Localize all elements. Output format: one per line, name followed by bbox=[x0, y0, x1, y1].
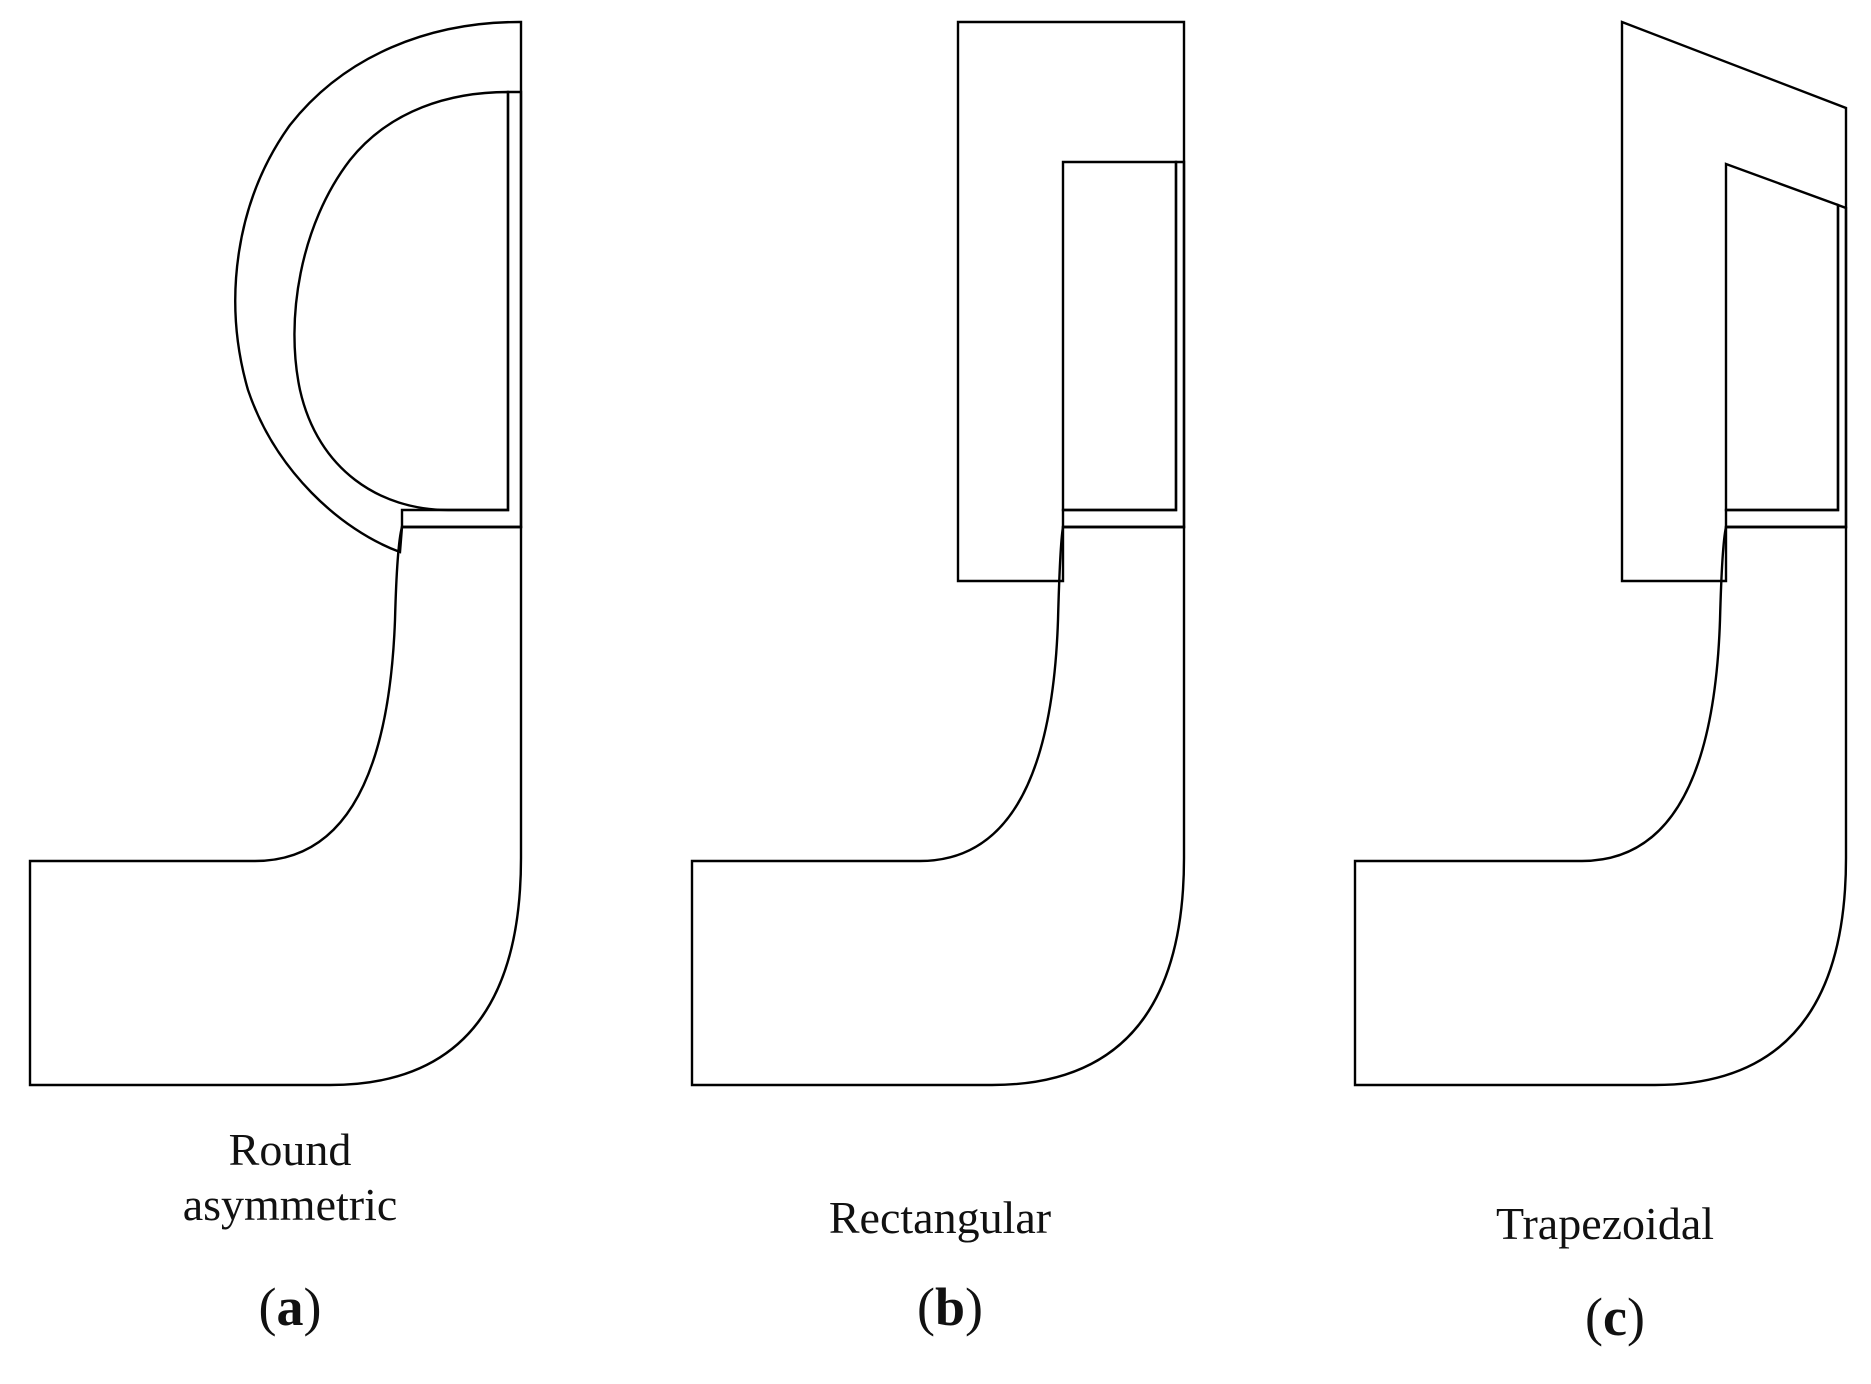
panel-c-inner-core bbox=[1724, 162, 1840, 512]
panel-c-label-line1: Trapezoidal bbox=[1495, 1198, 1715, 1249]
panel-b-diagram bbox=[690, 20, 1186, 1087]
paren-close: ) bbox=[1626, 1287, 1645, 1347]
paren-close: ) bbox=[303, 1277, 322, 1337]
panel-a-diagram bbox=[28, 20, 523, 1087]
panel-b-letter: (b) bbox=[890, 1275, 1010, 1340]
panel-b-edge-strip bbox=[1061, 160, 1186, 529]
panel-c-diagram bbox=[1353, 20, 1848, 1087]
panel-c-letter: (c) bbox=[1555, 1285, 1675, 1350]
panel-a-inner-core bbox=[293, 90, 510, 512]
panel-a-outer-region bbox=[234, 20, 523, 554]
panel-b-outer-region bbox=[956, 20, 1186, 583]
panel-c-label: Trapezoidal bbox=[1455, 1196, 1755, 1251]
panel-b-letter-text: b bbox=[934, 1277, 966, 1337]
paren-close: ) bbox=[965, 1277, 983, 1337]
panel-a-label-line1: Round bbox=[228, 1124, 352, 1175]
panel-c-edge-strip bbox=[1724, 203, 1848, 529]
panel-a-label: Round asymmetric bbox=[150, 1122, 430, 1232]
paren-open: ( bbox=[258, 1277, 277, 1337]
paren-open: ( bbox=[916, 1277, 935, 1337]
panel-a-base-region bbox=[28, 525, 523, 1087]
paren-open: ( bbox=[1585, 1287, 1604, 1347]
panel-c-letter-text: c bbox=[1603, 1287, 1627, 1347]
panel-a-label-line2: asymmetric bbox=[182, 1179, 398, 1231]
panel-b-inner-core bbox=[1061, 160, 1178, 512]
panel-b-label-line1: Rectangular bbox=[828, 1192, 1052, 1243]
panel-b-label: Rectangular bbox=[790, 1190, 1090, 1245]
panel-c-outer-region bbox=[1620, 20, 1848, 583]
panel-a-letter: (a) bbox=[230, 1275, 350, 1340]
panel-b-base-region bbox=[690, 525, 1186, 1087]
panel-a-edge-strip bbox=[400, 90, 523, 529]
panel-a-letter-text: a bbox=[276, 1277, 304, 1337]
panel-c-base-region bbox=[1353, 525, 1848, 1087]
